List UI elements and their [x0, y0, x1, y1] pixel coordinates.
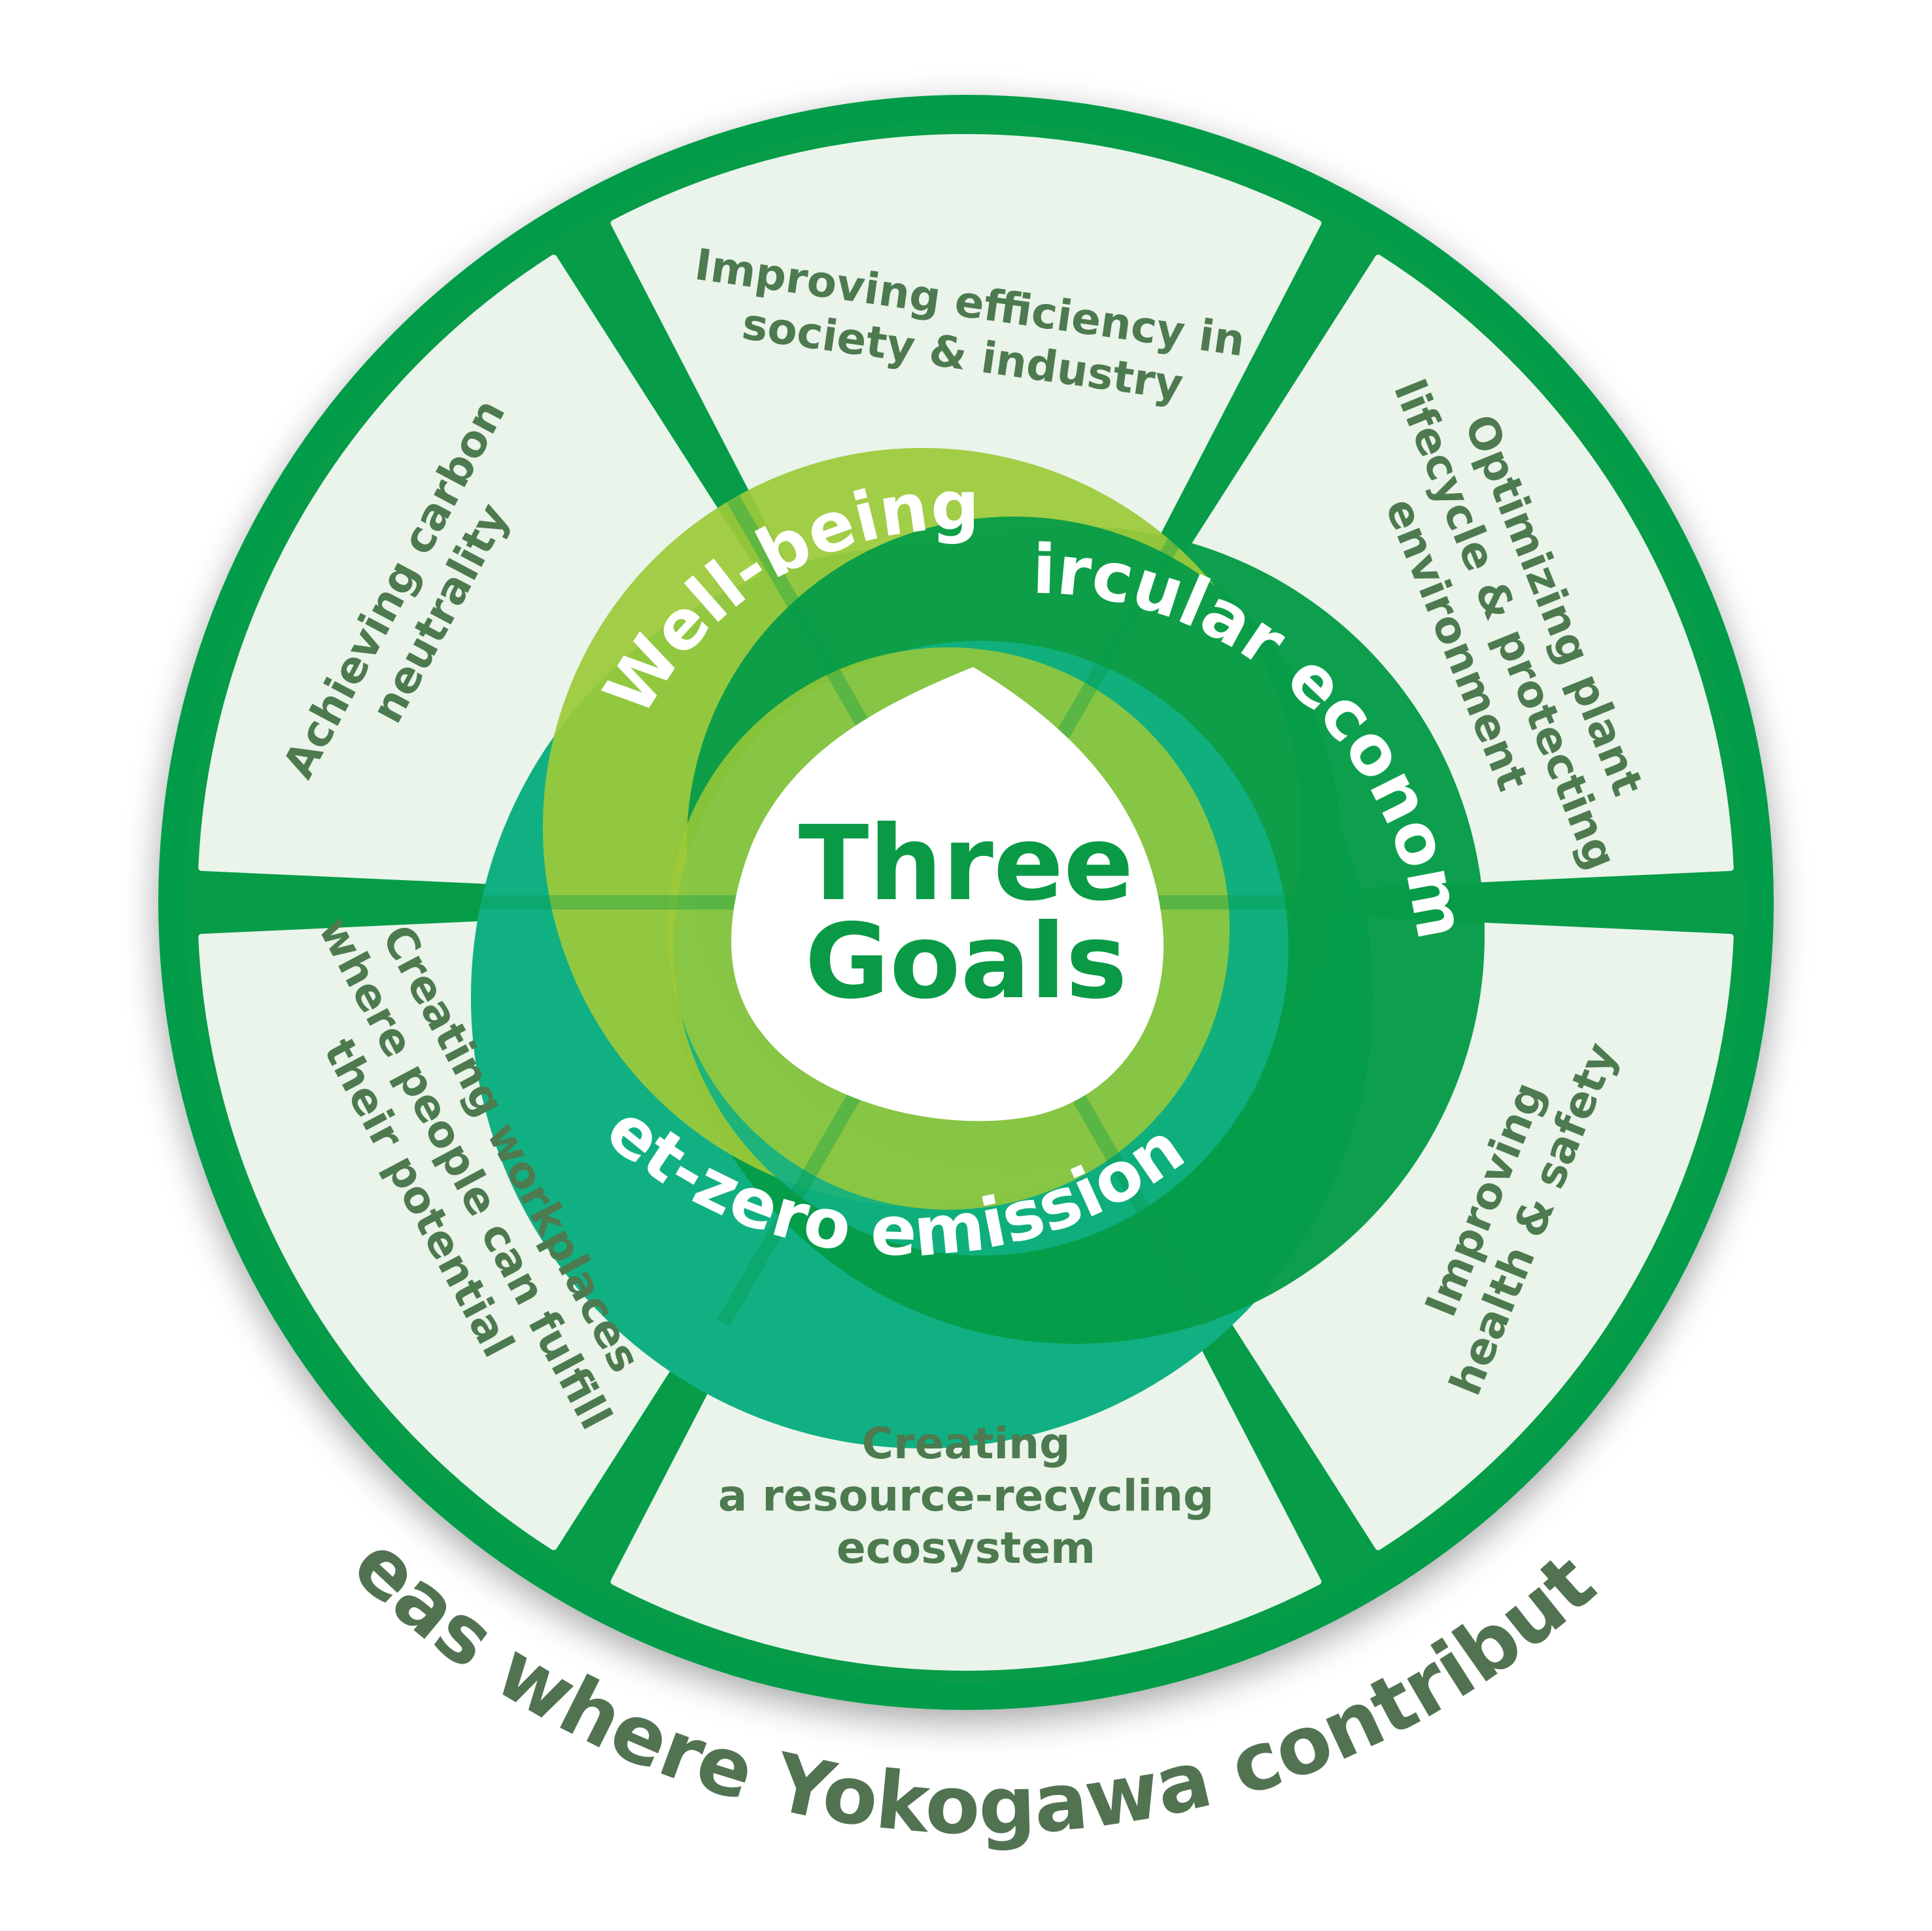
- center-leaf: [731, 667, 1164, 1121]
- area-bottom-line1: Creating: [862, 1418, 1071, 1469]
- center-title-line1: Three: [799, 804, 1134, 924]
- center-title-line2: Goals: [804, 902, 1127, 1022]
- area-bottom-line2: a resource-recycling: [718, 1471, 1214, 1521]
- area-bottom-line3: ecosystem: [837, 1523, 1095, 1573]
